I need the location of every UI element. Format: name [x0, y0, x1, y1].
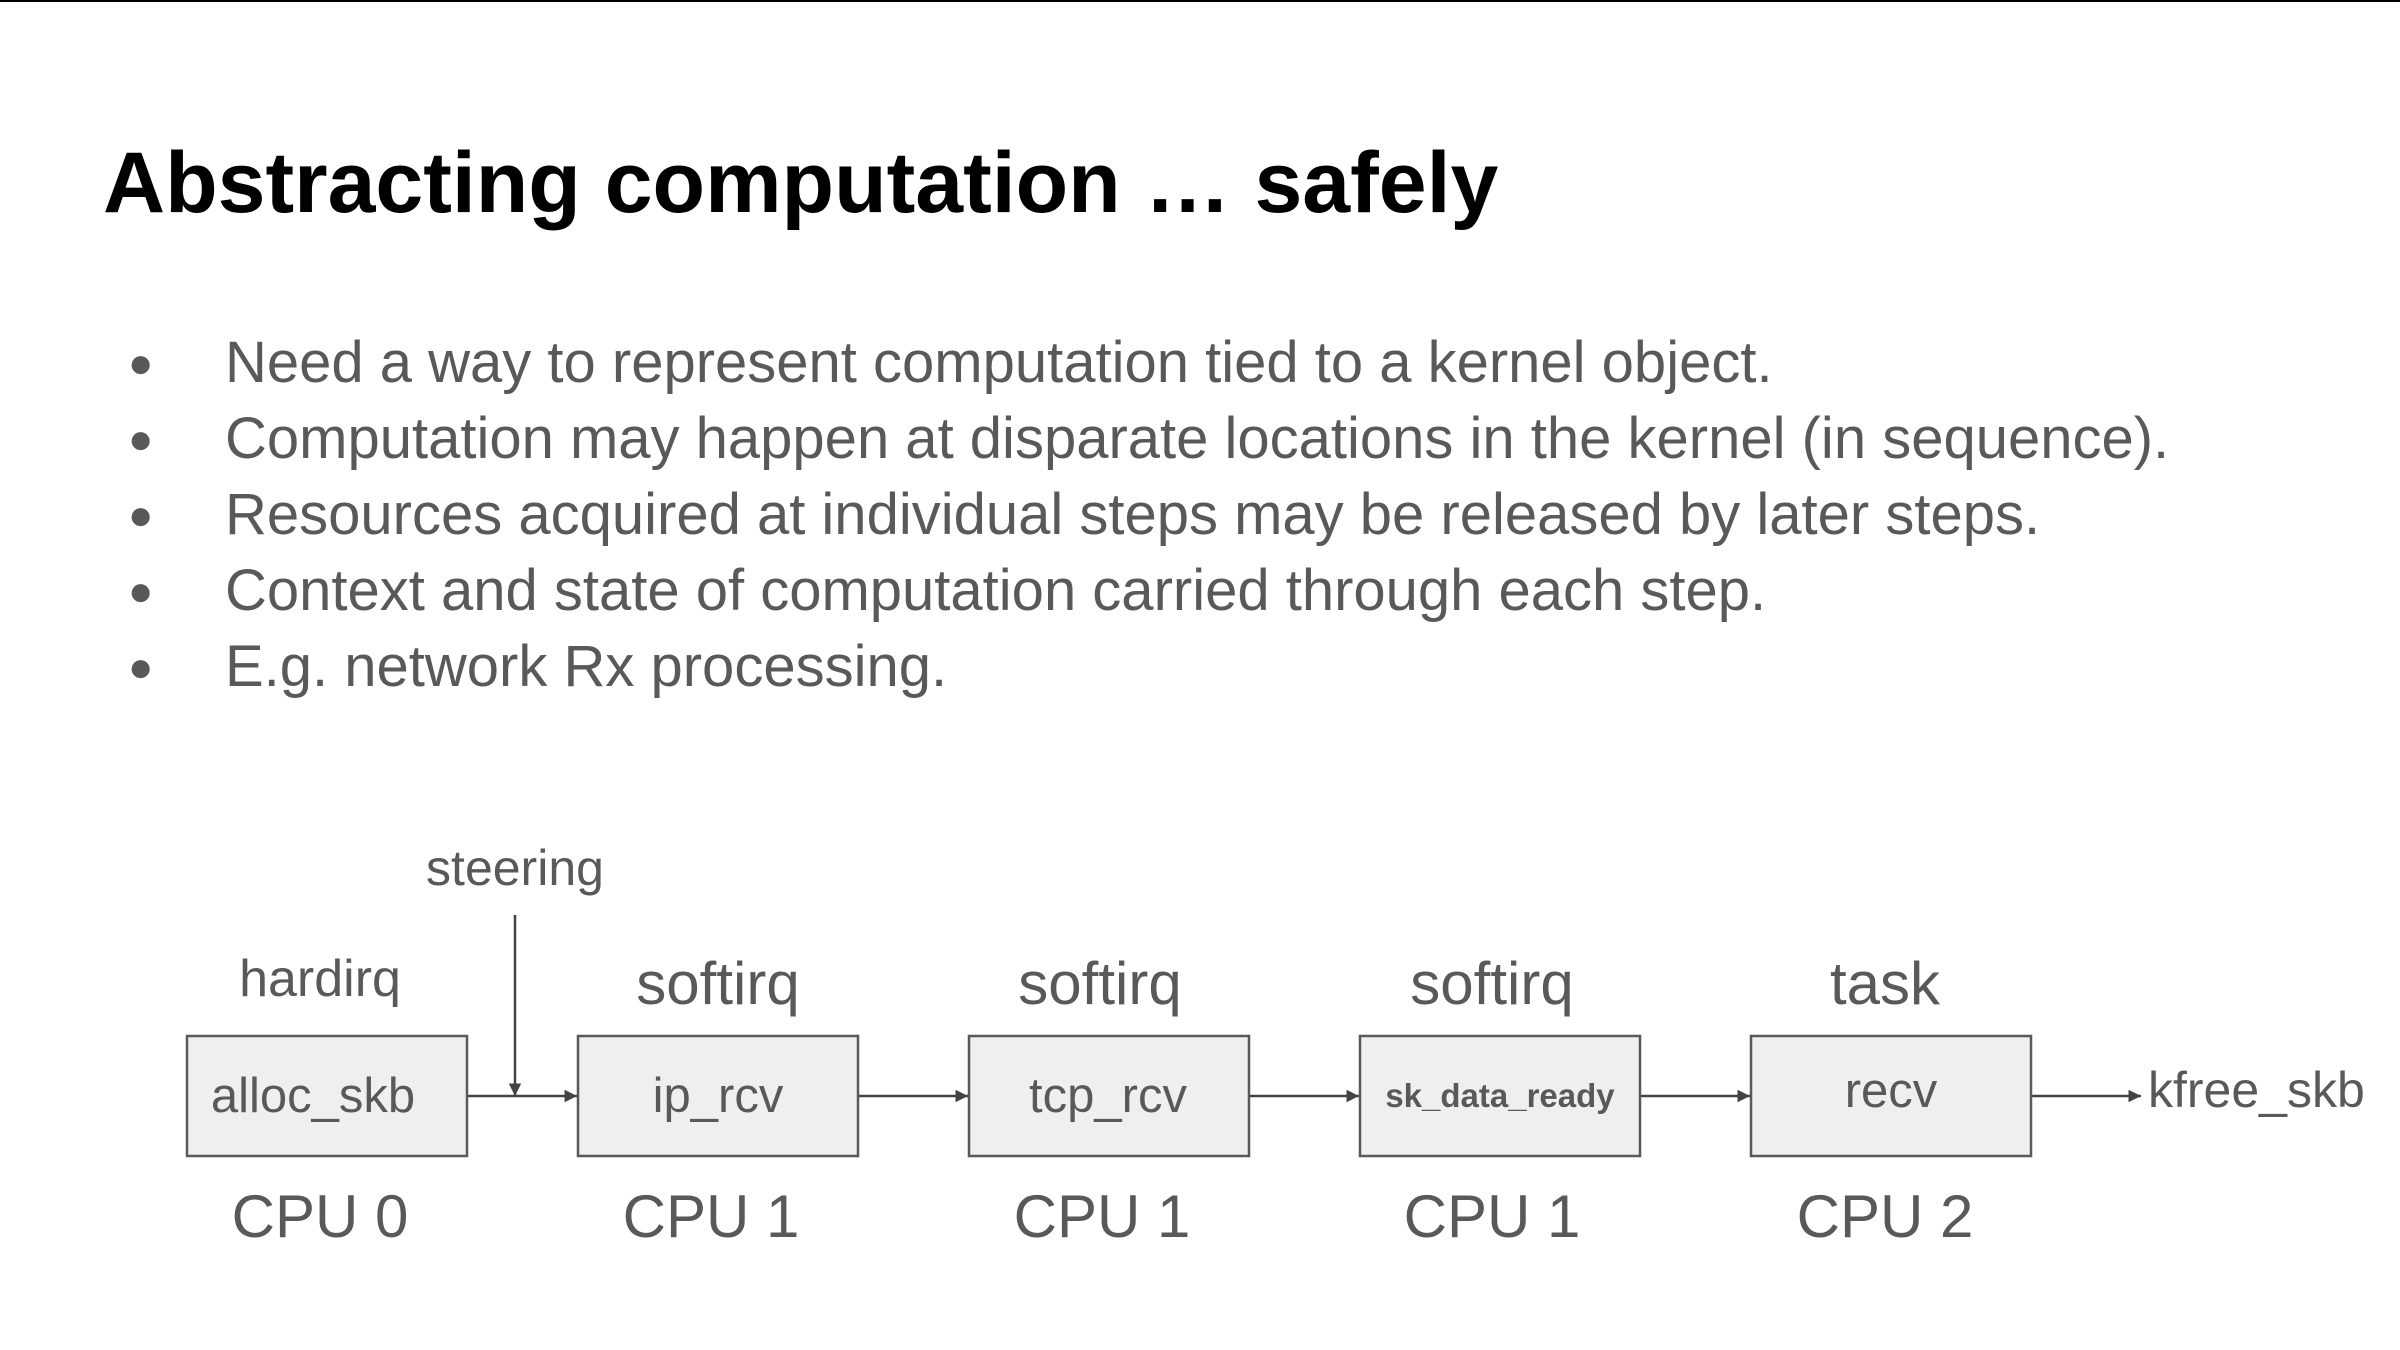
stage-box — [1358, 1034, 1642, 1158]
bullet-dot-icon: ● — [128, 415, 154, 462]
bullet-text: Need a way to represent computation tied… — [225, 330, 1773, 395]
stage-context-label: softirq — [636, 950, 799, 1017]
stage-function-label: tcp_rcv — [1029, 1069, 1187, 1123]
stage-sk-data-ready: softirq sk_data_ready CPU 1 — [1358, 950, 1642, 1250]
stage-function-label: sk_data_ready — [1385, 1077, 1615, 1114]
bullet-text: E.g. network Rx processing. — [225, 634, 948, 699]
slide-title: Abstracting computation … safely — [103, 135, 1499, 231]
bullet-dot-icon: ● — [128, 339, 154, 386]
stage-box — [576, 1034, 860, 1158]
kfree-skb-label: kfree_skb — [2148, 1062, 2365, 1118]
bullet-dot-icon: ● — [128, 643, 154, 690]
stage-function-label: recv — [1845, 1064, 1938, 1118]
stage-cpu-label: CPU 1 — [1014, 1183, 1191, 1250]
stage-context-label: hardirq — [239, 950, 401, 1008]
stage-tcp-rcv: softirq tcp_rcv CPU 1 — [967, 950, 1251, 1250]
stage-box — [185, 1034, 469, 1158]
stage-cpu-label: CPU 2 — [1797, 1183, 1974, 1250]
bullet-dot-icon: ● — [128, 567, 154, 614]
stage-cpu-label: CPU 1 — [1404, 1183, 1581, 1250]
bullet-text: Context and state of computation carried… — [225, 558, 1767, 623]
bullet-text: Resources acquired at individual steps m… — [225, 482, 2041, 547]
bullet-dot-icon: ● — [128, 491, 154, 538]
stage-context-label: task — [1830, 950, 1941, 1017]
stage-cpu-label: CPU 1 — [623, 1183, 800, 1250]
steering-label: steering — [426, 840, 604, 896]
stage-cpu-label: CPU 0 — [232, 1183, 409, 1250]
stage-function-label: alloc_skb — [211, 1069, 415, 1123]
stage-box — [1749, 1034, 2033, 1158]
stage-recv: task recv CPU 2 — [1749, 950, 2033, 1250]
top-rule — [0, 0, 2400, 2]
stage-box — [967, 1034, 1251, 1158]
stage-context-label: softirq — [1018, 950, 1181, 1017]
stage-function-label: ip_rcv — [653, 1069, 784, 1123]
stage-ip-rcv: softirq ip_rcv CPU 1 — [576, 950, 860, 1250]
stage-context-label: softirq — [1410, 950, 1573, 1017]
stage-alloc-skb: hardirq alloc_skb CPU 0 — [185, 950, 469, 1250]
bullet-text: Computation may happen at disparate loca… — [225, 406, 2170, 471]
